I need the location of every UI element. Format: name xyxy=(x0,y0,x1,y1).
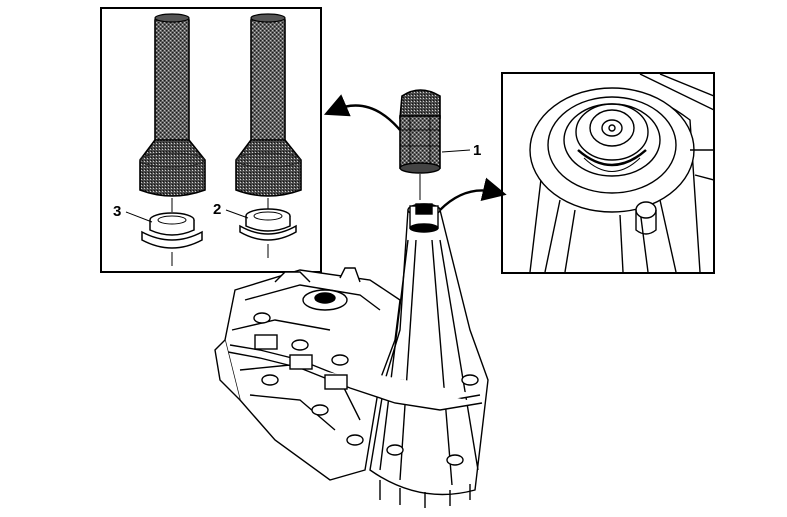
leader-2 xyxy=(225,209,249,219)
seal-installer-tool-3 xyxy=(139,13,206,212)
transfer-case-housing xyxy=(214,203,489,508)
seal-installer-tool-2 xyxy=(235,13,302,212)
callout-1: 1 xyxy=(473,142,481,159)
leader-3 xyxy=(125,211,153,223)
output-shaft-seal-item-1 xyxy=(399,89,441,200)
seal-2 xyxy=(239,208,297,258)
seal-detail-inset xyxy=(501,72,715,274)
arrow-to-detail xyxy=(439,177,507,211)
installer-tools-inset: 3 2 xyxy=(100,7,322,273)
callout-3: 3 xyxy=(113,203,121,220)
seal-3 xyxy=(141,212,203,266)
leader-1 xyxy=(441,149,471,153)
arrow-to-tools xyxy=(323,94,401,131)
callout-2: 2 xyxy=(213,201,221,218)
